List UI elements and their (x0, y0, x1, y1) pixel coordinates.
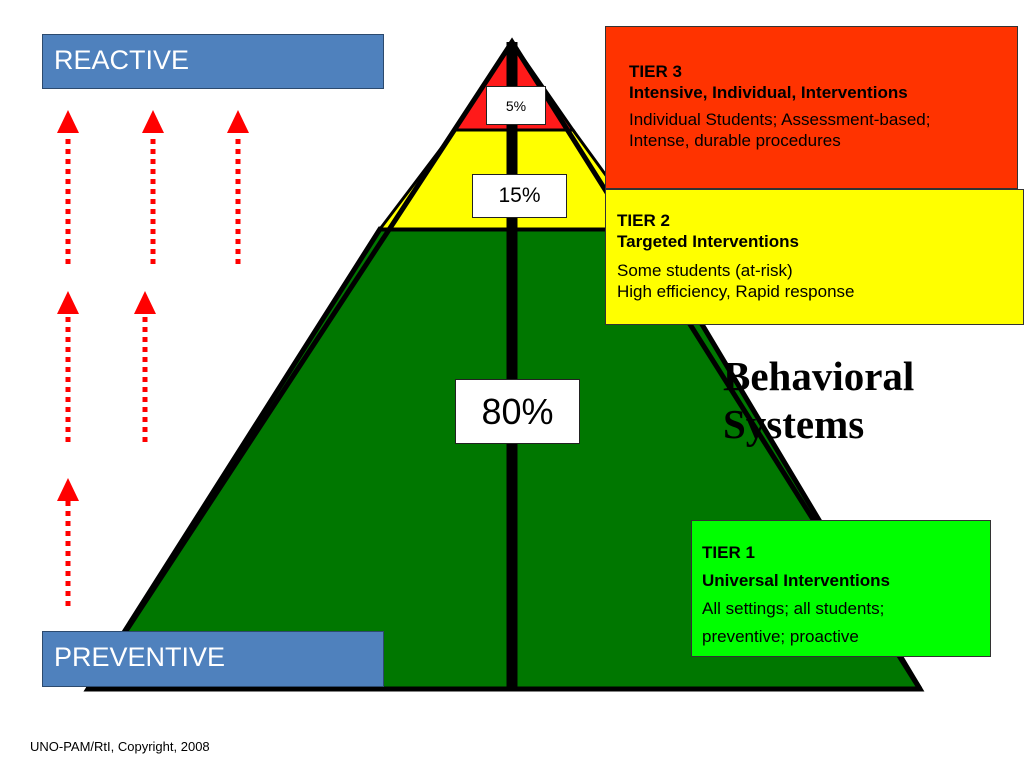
arrow-up-icon (57, 291, 79, 442)
tier1-description-line-2: preventive; proactive (702, 627, 859, 646)
tier2-description-line-2: High efficiency, Rapid response (617, 282, 855, 301)
tier3-name: TIER 3 (629, 62, 682, 81)
copyright-footer: UNO-PAM/RtI, Copyright, 2008 (30, 739, 210, 754)
tier2-description-box: TIER 2 Targeted Interventions Some stude… (605, 189, 1024, 325)
tier3-description-box: TIER 3 Intensive, Individual, Interventi… (605, 26, 1018, 189)
tier3-subtitle: Intensive, Individual, Interventions (629, 83, 908, 102)
tier3-description-line-1: Individual Students; Assessment-based; (629, 110, 931, 129)
tier1-subtitle: Universal Interventions (702, 571, 891, 590)
tier1-description-box: TIER 1 Universal Interventions All setti… (691, 520, 991, 657)
reactive-label: REACTIVE (42, 34, 384, 89)
pyramid-outline (85, 37, 923, 691)
preventive-label: PREVENTIVE (42, 631, 384, 687)
tier2-description-line-1: Some students (at-risk) (617, 261, 793, 280)
arrow-up-icon (57, 110, 79, 264)
arrow-up-icon (57, 478, 79, 606)
tier1-description-line-1: All settings; all students; (702, 599, 885, 618)
tier2-percentage: 15% (472, 174, 567, 218)
tier2-subtitle: Targeted Interventions (617, 232, 799, 251)
tier1-percentage: 80% (455, 379, 580, 444)
tier2-name: TIER 2 (617, 211, 670, 230)
arrow-up-icon (134, 291, 156, 442)
diagram-title-line-1: Behavioral (723, 353, 915, 399)
arrow-up-icon (227, 110, 249, 264)
tier3-percentage: 5% (486, 86, 546, 125)
diagram-title-line-2: Systems (723, 401, 865, 447)
diagram-title: Behavioral Systems (723, 352, 914, 448)
tier3-description-line-2: Intense, durable procedures (629, 131, 841, 150)
tier1-name: TIER 1 (702, 543, 755, 562)
arrow-up-icon (142, 110, 164, 264)
